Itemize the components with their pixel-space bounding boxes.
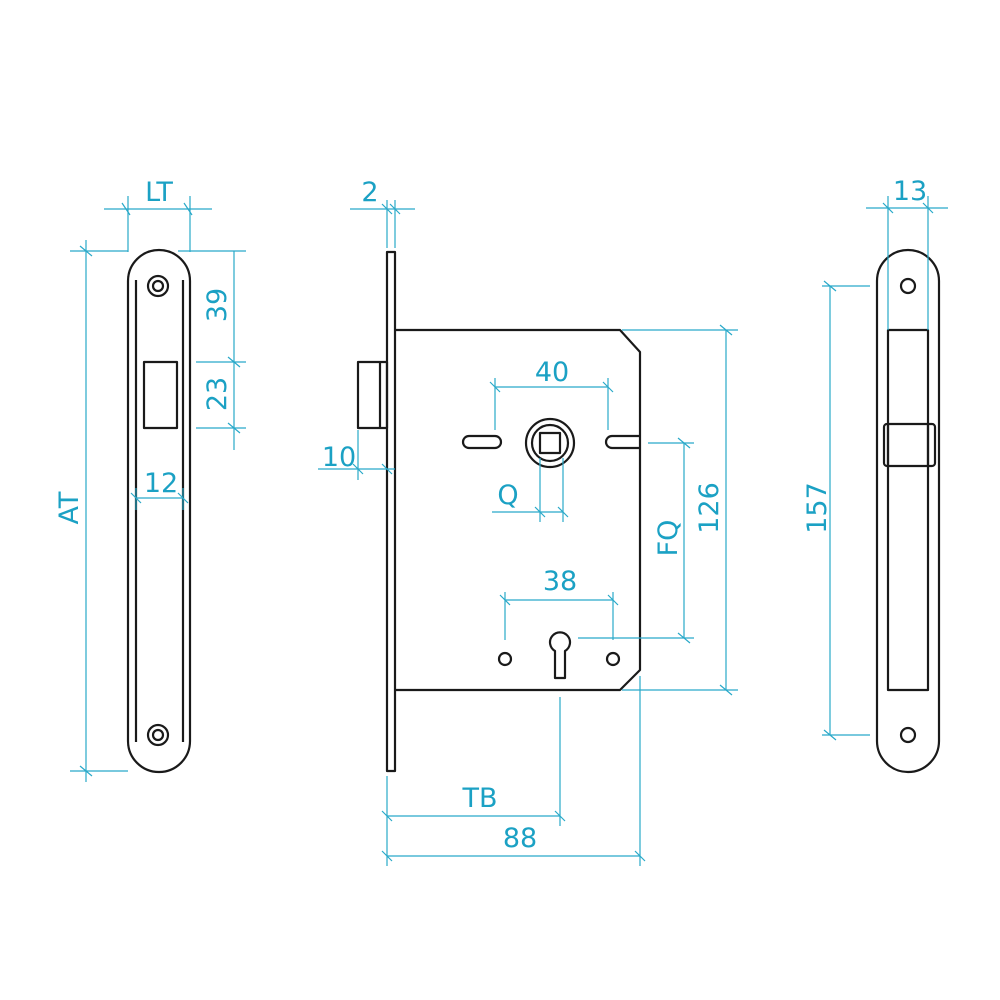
latch-opening <box>142 360 179 430</box>
label-fq: FQ <box>653 520 684 557</box>
strike-plate-outline <box>875 248 941 774</box>
latch-bolt <box>356 360 389 430</box>
label-lt: LT <box>145 177 173 208</box>
dimensions-faceplate: LT 39 23 AT 12 <box>54 177 246 782</box>
lock-body-side-view <box>356 250 642 773</box>
strike-screw-hole-bottom <box>899 726 917 744</box>
label-157: 157 <box>802 482 833 534</box>
label-38: 38 <box>543 566 577 597</box>
screw-hole-top <box>146 274 170 298</box>
square-spindle-hole <box>538 431 562 455</box>
faceplate-outline <box>126 248 192 774</box>
label-at: AT <box>54 491 85 524</box>
label-23: 23 <box>202 377 233 411</box>
label-39: 39 <box>202 288 233 322</box>
fixing-hole-right <box>605 651 621 667</box>
strike-plate-view <box>875 248 941 774</box>
dimensions-strike-plate: 13 157 <box>802 176 948 741</box>
label-tb: TB <box>461 783 497 814</box>
label-40: 40 <box>535 357 569 388</box>
screw-hole-bottom-inner <box>151 728 165 742</box>
keyhole <box>548 631 572 680</box>
fixing-slot <box>461 434 503 450</box>
label-10: 10 <box>322 442 356 473</box>
strike-opening <box>886 328 930 692</box>
strike-screw-hole-top <box>899 277 917 295</box>
edge-notch <box>604 434 640 450</box>
label-13: 13 <box>893 176 927 207</box>
label-126: 126 <box>694 482 725 534</box>
label-q: Q <box>497 480 518 511</box>
follower-ring <box>530 423 570 463</box>
screw-hole-bottom <box>146 723 170 747</box>
screw-hole-top-inner <box>151 279 165 293</box>
label-12: 12 <box>144 468 178 499</box>
label-2: 2 <box>361 177 378 208</box>
dimensions-lock-body: 2 10 40 Q 38 FQ 126 <box>318 177 738 866</box>
label-88: 88 <box>503 823 537 854</box>
strike-lip <box>882 422 937 468</box>
fixing-hole-left <box>497 651 513 667</box>
faceplate-front-view <box>126 248 192 774</box>
lock-case-outline <box>395 328 642 692</box>
follower-hub <box>524 417 576 469</box>
forend-plate <box>385 250 397 773</box>
